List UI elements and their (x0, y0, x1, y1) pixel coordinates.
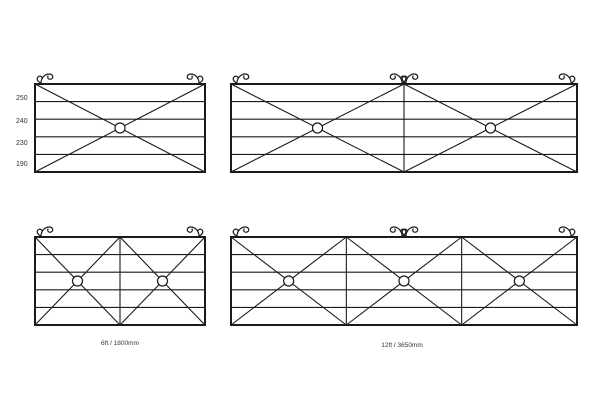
dimension-label-250: 250 (16, 95, 28, 102)
gate-frame (34, 83, 206, 173)
left-scroll-finial-curl (36, 228, 43, 237)
dimension-label-230: 230 (16, 140, 28, 147)
center-ring-1 (71, 275, 84, 287)
caption-short-gates: 6ft / 1800mm (101, 340, 139, 347)
right-scroll-finial-curl (569, 228, 576, 237)
center-scroll-finial-right (405, 226, 419, 237)
right-scroll-finial (186, 226, 200, 237)
center-ring-2 (398, 275, 410, 287)
dimension-label-240: 240 (16, 118, 28, 125)
center-ring-3 (513, 275, 525, 287)
left-scroll-finial-curl (232, 75, 239, 84)
dimension-label-190: 190 (16, 161, 28, 168)
gate-single-bay-wide (34, 73, 206, 173)
center-ring-1 (283, 275, 295, 287)
right-scroll-finial-curl (197, 228, 204, 237)
caption-long-gates: 12ft / 3650mm (381, 342, 423, 349)
right-scroll-finial-curl (569, 75, 576, 84)
right-scroll-finial-curl (197, 75, 204, 84)
gate-two-bay-narrow (34, 226, 206, 326)
left-scroll-finial-curl (36, 75, 43, 84)
center-ring-1 (114, 122, 126, 134)
center-scroll-finial-left (389, 73, 403, 84)
left-scroll-finial (40, 226, 54, 237)
center-scroll-finial-right (405, 73, 419, 84)
right-scroll-finial (186, 73, 200, 84)
gate-frame (230, 83, 578, 173)
left-scroll-finial (236, 73, 250, 84)
center-ring-2 (156, 275, 169, 287)
center-ring-1 (311, 122, 324, 134)
gate-three-bay-narrow (230, 226, 578, 326)
center-ring-2 (484, 122, 497, 134)
right-scroll-finial (558, 226, 572, 237)
left-scroll-finial (40, 73, 54, 84)
gates (34, 73, 578, 326)
gate-frame (34, 236, 206, 326)
gate-frame (230, 236, 578, 326)
left-scroll-finial-curl (232, 228, 239, 237)
right-scroll-finial (558, 73, 572, 84)
center-scroll-finial-right-curl (401, 75, 408, 84)
gate-double-bay-wide (230, 73, 578, 173)
center-scroll-finial-left (389, 226, 403, 237)
center-scroll-finial-right-curl (401, 228, 408, 237)
left-scroll-finial (236, 226, 250, 237)
dimension-labels: 250 240 230 190 (16, 95, 28, 168)
